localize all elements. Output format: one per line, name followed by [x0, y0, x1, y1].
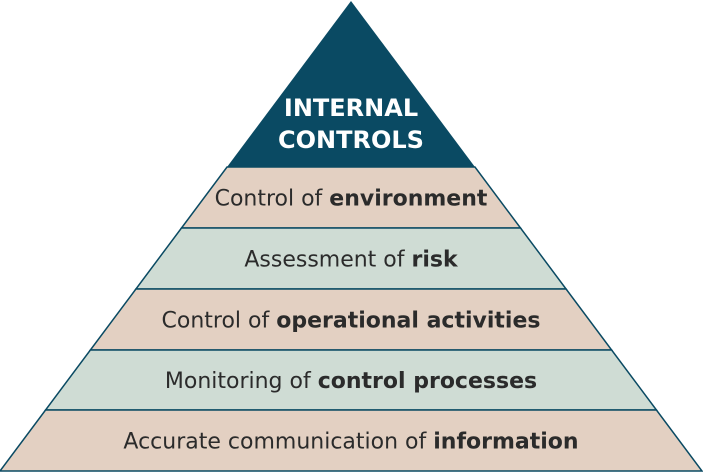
tier-label-bold: operational activities [276, 309, 540, 334]
pyramid-tiers: Control of environment Assessment of ris… [0, 166, 703, 472]
apex-title-line-2: CONTROLS [278, 126, 424, 154]
tier-label-bold: information [433, 430, 578, 455]
pyramid-apex [227, 1, 475, 167]
tier-label-bold: control processes [318, 369, 537, 394]
tier-label-environment: Control of environment [215, 187, 488, 212]
tier-label-normal: Monitoring of [165, 369, 318, 394]
tier-label-normal: Control of [215, 187, 330, 212]
tier-label-operational-activities: Control of operational activities [162, 309, 541, 334]
tier-band-information [0, 409, 703, 472]
tier-label-risk: Assessment of risk [244, 248, 459, 273]
tier-label-normal: Control of [162, 309, 277, 334]
tier-label-information: Accurate communication of information [123, 430, 578, 455]
tier-label-normal: Accurate communication of [123, 430, 433, 455]
tier-label-normal: Assessment of [244, 248, 411, 273]
apex-title-line-1: INTERNAL [284, 94, 418, 122]
tier-label-bold: environment [329, 187, 488, 212]
tier-label-bold: risk [412, 248, 459, 273]
tier-label-control-processes: Monitoring of control processes [165, 369, 537, 394]
